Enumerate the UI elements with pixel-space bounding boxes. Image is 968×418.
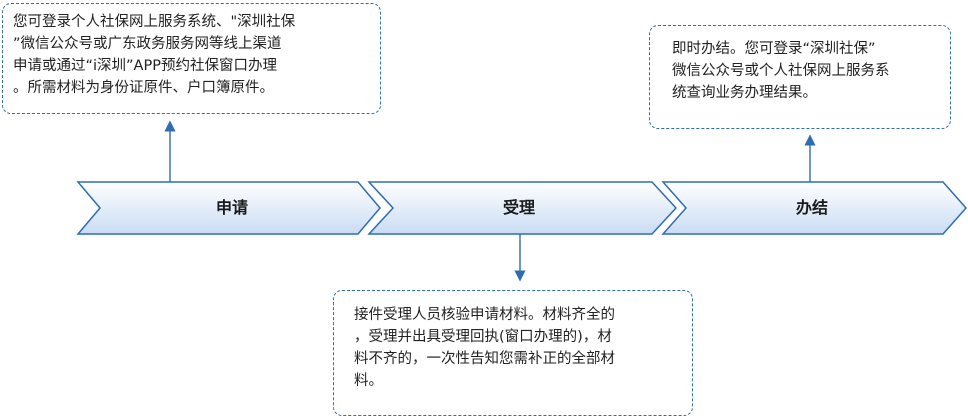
note-acceptance-check: 接件受理人员核验申请材料。材料齐全的 ，受理并出具受理回执(窗口办理的)，材 料… bbox=[333, 290, 693, 416]
step-chevron-accept bbox=[367, 181, 678, 235]
step-chevron-apply bbox=[76, 181, 381, 235]
step-chevron-finish bbox=[661, 181, 968, 235]
note-result-query: 即时办结。您可登录“深圳社保” 微信公众号或个人社保网上服务系 统查询业务办理结… bbox=[649, 25, 951, 129]
step-label-accept: 受理 bbox=[502, 198, 535, 217]
note-apply-channels: 您可登录个人社保网上服务系统、"深圳社保 ”微信公众号或广东政务服务网等线上渠道… bbox=[2, 3, 381, 114]
step-label-apply: 申请 bbox=[215, 198, 248, 217]
step-label-finish: 办结 bbox=[795, 198, 828, 217]
